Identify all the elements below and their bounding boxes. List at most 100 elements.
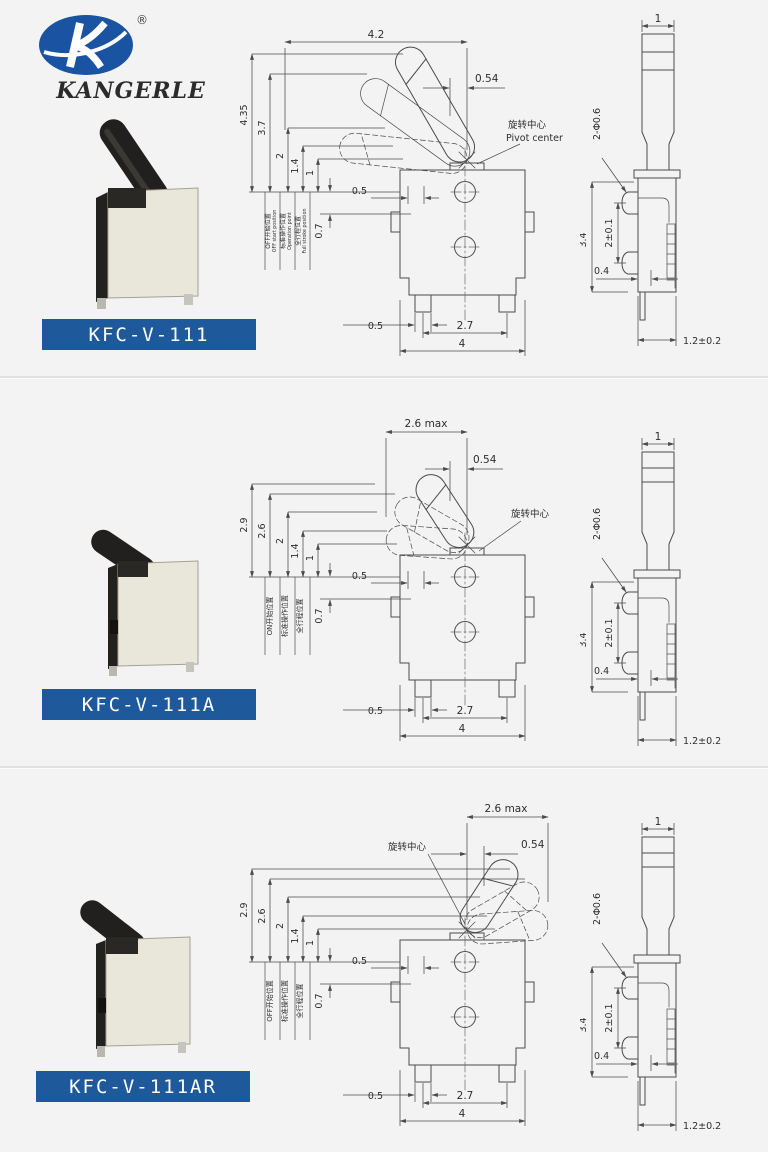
section-kfc-v-111: ® KANGERLE KFC-V-111 [0, 0, 768, 376]
logo-oval [39, 15, 133, 75]
dim-peg-offset: 0.5 [368, 1091, 383, 1102]
dim-peg-pitch: 2.7 [457, 320, 474, 332]
dim-body-depth: 1.2±0.2 [683, 736, 721, 747]
front-dimensions [249, 40, 526, 356]
front-dimensions [249, 430, 526, 741]
switch-body-outline [390, 147, 535, 323]
photo-pin-right [184, 294, 193, 305]
photo-pin-left [109, 666, 117, 676]
side-body-outline [621, 954, 681, 1106]
side-lever [641, 33, 675, 171]
dim-pin-pitch: 2±0.1 [604, 1003, 615, 1032]
side-view-drawing-kfc-v-111: 1 2-Φ0.6 3.4 2±0.1 0.4 1.2±0.2 [580, 13, 721, 347]
photo-pin-right [178, 1042, 186, 1053]
dim-lever-offset: 0.54 [475, 73, 499, 85]
photo-mount [106, 937, 138, 954]
section-divider [0, 766, 768, 768]
dim-body-height: 3.4 [580, 632, 589, 647]
position-label-0-cn: ON开始位置 [265, 597, 274, 636]
position-label-0-en: OFF start position [272, 210, 278, 253]
switch-body-outline [390, 532, 535, 708]
dim-lever-width: 1 [655, 816, 662, 828]
dim-top-width: 2.6 max [485, 803, 528, 815]
dim-body-width: 4 [459, 723, 466, 735]
pivot-label-cn: 旋转中心 [508, 119, 547, 131]
position-label-2-cn: 全行程位置 [295, 984, 304, 1019]
product-photo-kfc-v-111 [96, 119, 199, 309]
position-label-1-cn: 标准操作位置 [280, 980, 289, 1022]
dim-lever-offset: 0.54 [473, 454, 497, 466]
section-kfc-v-111a: KFC-V-111A [0, 378, 768, 766]
logo-monogram-mark [43, 20, 128, 69]
photo-body-front [107, 187, 199, 299]
model-label-bar: KFC-V-111 [42, 319, 256, 350]
dim-v-3: 1.4 [290, 928, 301, 943]
dim-v-1: 2.6 [257, 523, 268, 538]
dim-pin-holes: 2-Φ0.6 [592, 108, 603, 140]
photo-slot [110, 620, 118, 634]
dim-pin-pitch: 2±0.1 [604, 618, 615, 647]
photo-pin-left [97, 298, 106, 309]
side-view-drawing-kfc-v-111a: 1 2-Φ0.6 3.4 2±0.1 0.4 1.2±0.2 [580, 431, 721, 747]
model-label: KFC-V-111 [88, 323, 210, 346]
dim-overtravel: 0.7 [314, 993, 325, 1008]
dim-body-depth: 1.2±0.2 [683, 336, 721, 347]
pivot-label-cn: 旋转中心 [388, 841, 427, 853]
dim-peg-offset: 0.5 [368, 706, 383, 717]
switch-body-outline [390, 917, 535, 1093]
front-view-drawing-kfc-v-111ar: 2.6 max 0.54 2.9 2.6 2 1.4 1 0.5 0.7 OFF… [239, 803, 550, 1126]
side-dimensions [590, 20, 678, 346]
position-label-0-cn: OFF开始位置 [264, 213, 272, 249]
position-label-0-cn: OFF开始位置 [265, 980, 274, 1022]
position-label-1-cn: 标准操作位置 [279, 213, 287, 249]
dim-pin-holes: 2-Φ0.6 [592, 508, 603, 540]
position-label-1-en: Operation point [287, 212, 293, 250]
position-label-2-en: Full stroke position [302, 209, 308, 254]
dim-peg-offset: 0.5 [368, 321, 383, 332]
dim-body-width: 4 [459, 1108, 466, 1120]
photo-slot [98, 998, 106, 1013]
dim-overtravel: 0.7 [314, 608, 325, 623]
side-body-outline [621, 169, 681, 321]
dim-peg-pitch: 2.7 [457, 1090, 474, 1102]
dim-lever-width: 1 [655, 431, 662, 443]
photo-lever [99, 119, 168, 208]
dim-body-depth: 1.2±0.2 [683, 1121, 721, 1132]
model-label: KFC-V-111A [81, 693, 217, 716]
dim-v-3: 1.4 [290, 543, 301, 558]
dim-body-width: 4 [459, 338, 466, 350]
model-label-bar: KFC-V-111A [42, 689, 256, 720]
side-lever [641, 451, 675, 571]
front-dimensions [249, 815, 549, 1126]
dim-v-2: 2 [275, 153, 286, 159]
dim-pin-pitch: 2±0.1 [604, 218, 615, 247]
photo-pin-right [186, 662, 194, 672]
dim-v-0: 4.35 [239, 104, 250, 125]
dim-pin-holes: 2-Φ0.6 [592, 893, 603, 925]
brand-name: KANGERLE [56, 78, 206, 104]
photo-mount [108, 188, 146, 208]
position-label-1-cn: 标准操作位置 [280, 595, 289, 637]
side-view-drawing-kfc-v-111ar: 1 2-Φ0.6 3.4 2±0.1 0.4 1.2±0.2 [580, 816, 721, 1132]
lever-positions [337, 41, 481, 176]
pivot-label-en: Pivot center [506, 133, 563, 144]
dim-v-4: 1 [305, 170, 316, 176]
dim-lever-offset: 0.54 [521, 839, 545, 851]
registered-mark: ® [136, 13, 148, 27]
side-body-outline [621, 569, 681, 721]
dim-v-0: 2.9 [239, 517, 250, 532]
dim-v-2: 2 [275, 538, 286, 544]
section-divider [0, 376, 768, 378]
dim-top-width: 2.6 max [405, 418, 448, 430]
photo-pin-left [97, 1046, 105, 1057]
side-dimensions [590, 438, 678, 746]
front-view-drawing-kfc-v-111a: 2.6 max 0.54 2.9 2.6 2 1.4 1 0.5 0.7 ON开… [239, 418, 550, 741]
dim-overtravel: 0.7 [314, 223, 325, 238]
dim-v-3: 1.4 [290, 158, 301, 173]
side-dimensions [590, 823, 678, 1131]
dim-pin-offset: 0.4 [594, 1051, 609, 1062]
photo-mount [118, 561, 148, 577]
pivot-label-cn: 旋转中心 [511, 508, 550, 520]
front-view-drawing-kfc-v-111: 4.2 0.54 4.35 3.7 2 1.4 1 0.5 0.7 OFF开始位… [239, 29, 563, 356]
dim-peg-pitch: 2.7 [457, 705, 474, 717]
